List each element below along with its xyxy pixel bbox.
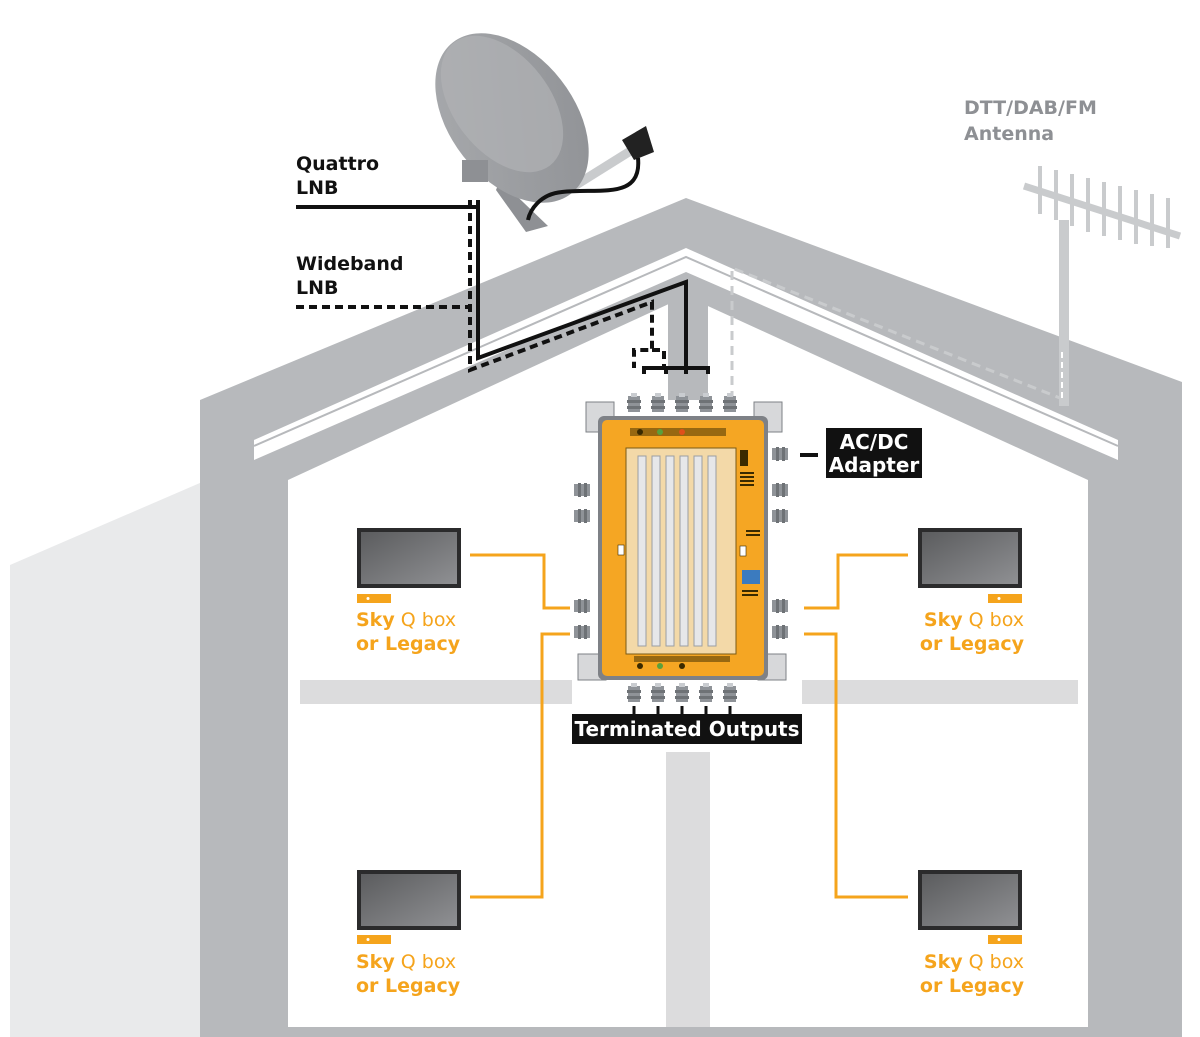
sky-model-3: Q box [963,609,1024,631]
antenna-cable [730,265,1061,400]
antenna-line2: Antenna [964,123,1054,145]
adapter-line2: Adapter [829,453,920,477]
receiver-line2-1: or Legacy [356,633,461,655]
floor-left [300,680,572,704]
satellite-dish-icon [435,33,654,232]
multiswitch [574,393,788,702]
receiver-label-3: Sky Q box [924,609,1024,631]
quattro-line2: LNB [296,177,339,199]
adapter-label: AC/DC Adapter [826,428,922,478]
roof-board-line [253,255,1119,447]
quattro-lnb-cable [296,200,710,374]
receiver-label-1: Sky Q box [356,609,456,631]
receiver-label-2: Sky Q box [356,951,456,973]
wideband-lnb-label: Wideband LNB [296,253,410,299]
sky-model-1: Q box [395,609,456,631]
antenna-line1: DTT/DAB/FM [964,97,1097,119]
floor-right [802,680,1078,704]
sky-model-4: Q box [963,951,1024,973]
receiver-label-4: Sky Q box [924,951,1024,973]
antenna-label: DTT/DAB/FM Antenna [964,97,1103,145]
sky-brand-2: Sky [356,951,395,973]
sky-model-2: Q box [395,951,456,973]
wideband-line1: Wideband [296,253,404,275]
wideband-lnb-cable [296,200,666,373]
wall-center [666,752,710,1027]
quattro-line1: Quattro [296,153,379,175]
quattro-lnb-label: Quattro LNB [296,153,386,199]
sky-brand-3: Sky [924,609,963,631]
receiver-line2-2: or Legacy [356,975,461,997]
receiver-line2-4: or Legacy [920,975,1025,997]
wideband-line2: LNB [296,277,339,299]
receiver-cables [470,553,908,899]
terminated-outputs-text: Terminated Outputs [574,717,799,741]
sky-brand-1: Sky [356,609,395,631]
receiver-line2-3: or Legacy [920,633,1025,655]
antenna-icon [1022,166,1182,406]
sky-brand-4: Sky [924,951,963,973]
terminated-outputs-label: Terminated Outputs [572,714,802,744]
adapter-line1: AC/DC [840,430,909,454]
